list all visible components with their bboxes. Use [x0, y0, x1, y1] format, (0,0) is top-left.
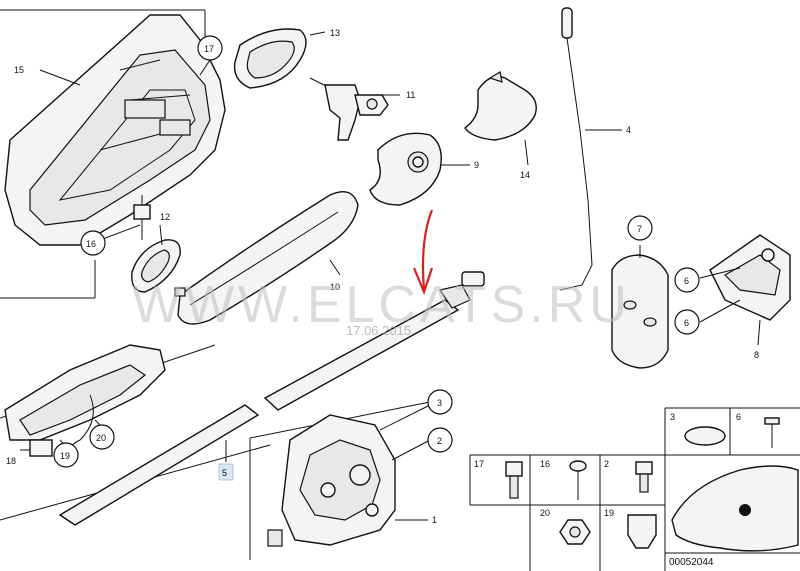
svg-text:14: 14: [520, 170, 530, 180]
svg-text:17: 17: [204, 44, 214, 54]
svg-text:7: 7: [637, 224, 642, 234]
legend-labels: 3 6 17 16 2 20 19 00052044: [474, 412, 741, 568]
striker-8: [709, 234, 791, 321]
callout-5: 5: [218, 463, 234, 481]
watermark-date: 17.06.2015: [346, 323, 411, 338]
svg-text:2: 2: [604, 459, 609, 469]
gasket-12: [131, 239, 181, 293]
svg-text:19: 19: [60, 451, 70, 461]
door-lock-1: [267, 414, 396, 547]
svg-text:18: 18: [6, 456, 16, 466]
svg-text:8: 8: [754, 350, 759, 360]
plunger-16: [133, 195, 151, 240]
callout-8: 8: [754, 350, 759, 360]
svg-text:17: 17: [474, 459, 484, 469]
callout-17: 17: [197, 35, 223, 61]
door-handle-carrier: [4, 14, 226, 246]
callout-6b: 6: [674, 309, 700, 335]
cover-14: [464, 71, 537, 141]
callout-7: 7: [627, 215, 653, 241]
svg-text:2: 2: [437, 436, 442, 446]
callout-13: 13: [330, 28, 340, 38]
handle-cap-9: [369, 132, 442, 206]
svg-text:5: 5: [222, 468, 227, 478]
svg-text:16: 16: [86, 239, 96, 249]
red-arrow-annotation: [412, 209, 434, 296]
svg-text:6: 6: [684, 276, 689, 286]
svg-text:3: 3: [670, 412, 675, 422]
lock-cylinder-11: [309, 77, 389, 141]
inner-handle-18: [4, 344, 166, 466]
bowden-cable-5: [58, 271, 485, 526]
callout-4: 4: [626, 125, 631, 135]
svg-text:15: 15: [14, 65, 24, 75]
callout-15: 15: [10, 62, 34, 76]
svg-text:WWW.ELCATS.RU: WWW.ELCATS.RU: [132, 276, 631, 334]
svg-text:13: 13: [330, 28, 340, 38]
rod-4: [559, 7, 593, 291]
callout-16: 16: [80, 230, 106, 256]
handle-gasket-13: [233, 28, 307, 89]
callout-9: 9: [474, 160, 479, 170]
callout-3: 3: [427, 389, 453, 415]
svg-text:3: 3: [437, 398, 442, 408]
svg-text:9: 9: [474, 160, 479, 170]
svg-text:10: 10: [330, 282, 340, 292]
callout-12: 12: [160, 212, 170, 222]
legend-box: [469, 407, 800, 571]
svg-text:20: 20: [96, 433, 106, 443]
svg-text:11: 11: [406, 90, 415, 100]
outer-handle-10: [174, 191, 359, 325]
callout-2: 2: [427, 427, 453, 453]
striker-plate-7: [611, 254, 669, 369]
svg-text:12: 12: [160, 212, 170, 222]
svg-text:16: 16: [540, 459, 550, 469]
watermark: WWW.ELCATS.RU 17.06.2015: [132, 276, 631, 338]
svg-text:6: 6: [684, 318, 689, 328]
callout-1: 1: [432, 515, 437, 525]
callout-6a: 6: [674, 267, 700, 293]
callout-14: 14: [520, 170, 530, 180]
callout-11: 11: [406, 90, 415, 100]
callout-19: 19: [53, 442, 79, 468]
svg-text:4: 4: [626, 125, 631, 135]
callout-10: 10: [330, 282, 340, 292]
svg-text:1: 1: [432, 515, 437, 525]
callout-18: 18: [6, 456, 16, 466]
callout-20: 20: [89, 424, 115, 450]
svg-text:20: 20: [540, 508, 550, 518]
svg-text:19: 19: [604, 508, 614, 518]
leader-lines: [20, 31, 761, 521]
reference-number: 00052044: [669, 557, 714, 568]
svg-text:6: 6: [736, 412, 741, 422]
